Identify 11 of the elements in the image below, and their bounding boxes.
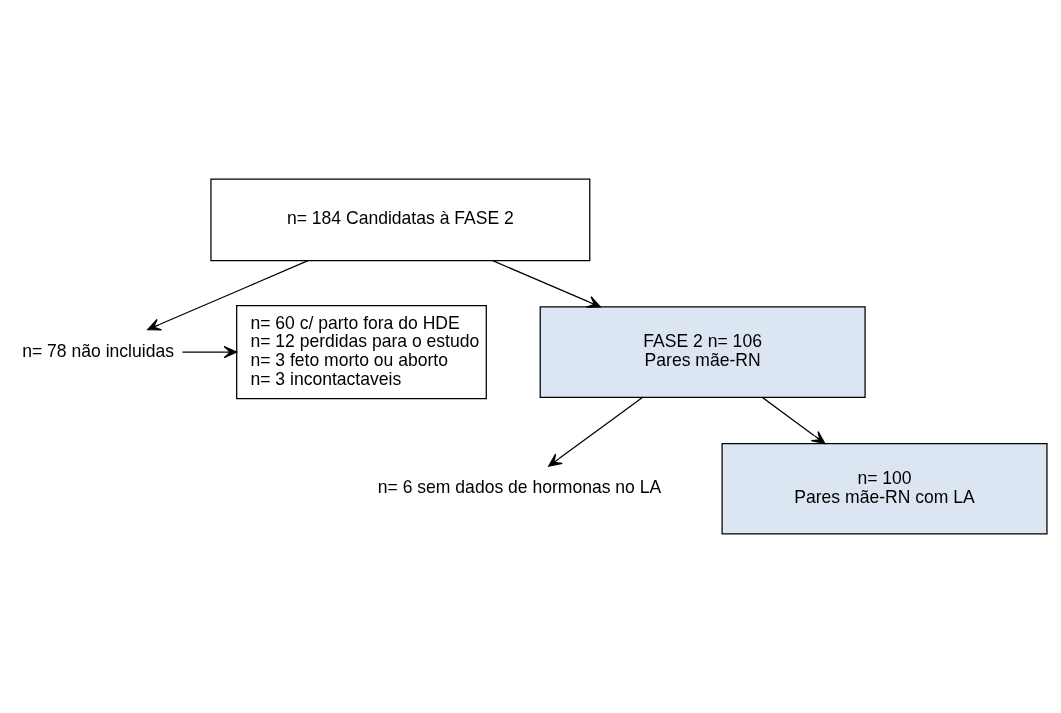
node-text: n= 6 sem dados de hormonas no LA	[377, 477, 662, 498]
arrow	[181, 345, 238, 359]
node-box: n= 60 c/ parto fora do HDE n= 12 perdidas para o estudo n= 3 feto morto ou aborto n= 3 incontactaveis	[236, 305, 487, 400]
node-text: n= 78 não incluidas	[22, 340, 174, 361]
arrow	[548, 396, 644, 467]
arrow	[492, 260, 601, 308]
arrow	[761, 396, 826, 445]
node-box: n= 184 Candidatas à FASE 2	[210, 178, 591, 262]
node-box: FASE 2 n= 106 Pares mãe-RN	[539, 306, 866, 398]
node-box: n= 100 Pares mãe-RN com LA	[721, 443, 1048, 535]
arrow	[147, 260, 309, 331]
